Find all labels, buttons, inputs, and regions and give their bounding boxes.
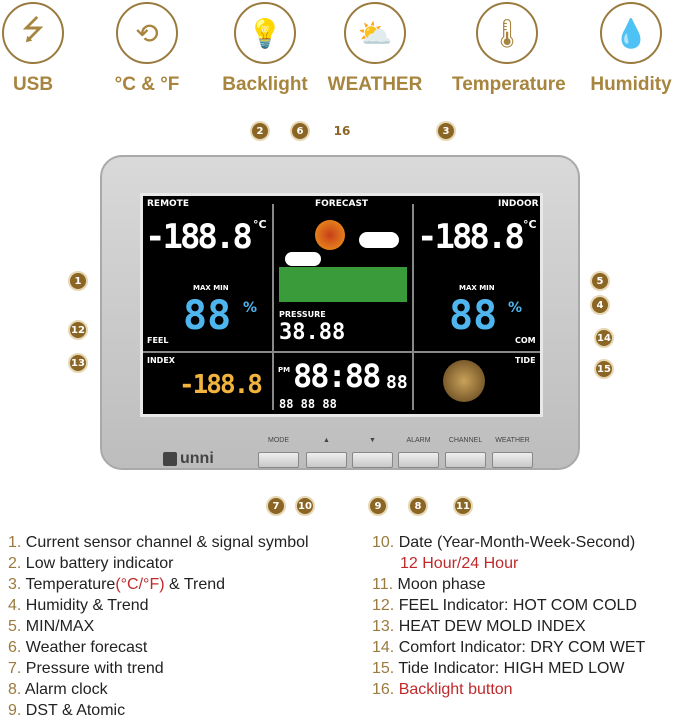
feature-0: ⭍ USB xyxy=(0,2,88,96)
callout-marker: 6 xyxy=(290,121,310,141)
thermometer-icon: 🌡 xyxy=(476,2,538,64)
device-button-5[interactable] xyxy=(492,452,533,468)
legend-item: 1. Current sensor channel & signal symbo… xyxy=(8,534,309,551)
index-label: INDEX xyxy=(147,356,175,365)
weather-cloud-sun-icon: ⛅ xyxy=(344,2,406,64)
feel-label: FEEL xyxy=(147,336,169,345)
pressure-label: PRESSURE xyxy=(279,310,326,319)
legend-right: 10. Date (Year-Month-Week-Second) 12 Hour… xyxy=(372,532,645,700)
remote-percent: % xyxy=(243,300,258,316)
tide-label: TIDE xyxy=(515,356,536,365)
callout-marker: 7 xyxy=(266,496,286,516)
forecast-label: FORECAST xyxy=(315,199,369,209)
usb-icon: ⭍ xyxy=(2,2,64,64)
brand-logo-icon xyxy=(163,452,177,466)
button-label: ALARM xyxy=(406,437,431,444)
legend-item: 6. Weather forecast xyxy=(8,639,148,656)
feel-temperature: -188.8 xyxy=(179,370,263,400)
feature-label: Temperature xyxy=(452,74,566,95)
indoor-temperature: -188.8 xyxy=(417,217,525,257)
legend-item: 12. FEEL Indicator: HOT COM COLD xyxy=(372,597,637,614)
indoor-humidity: 88 xyxy=(449,293,498,339)
button-label: CHANNEL xyxy=(448,437,483,444)
com-label: COM xyxy=(515,336,536,345)
cloud-icon xyxy=(359,232,399,248)
legend-item: 15. Tide Indicator: HIGH MED LOW xyxy=(372,660,625,677)
feature-label: Backlight xyxy=(222,74,308,95)
device-button-4[interactable] xyxy=(445,452,486,468)
feature-3: ⛅ WEATHER xyxy=(320,2,430,96)
legend-item: 8. Alarm clock xyxy=(8,681,108,698)
callout-marker: 4 xyxy=(590,295,610,315)
feature-label: USB xyxy=(12,74,54,95)
callout-marker: 11 xyxy=(453,496,473,516)
legend-item: 11. Moon phase xyxy=(372,576,486,593)
celsius-fahrenheit-icon: ⟲ xyxy=(116,2,178,64)
legend-item: 2. Low battery indicator xyxy=(8,555,174,572)
clock-time: 88:88 xyxy=(293,357,381,395)
feature-4: 🌡 Temperature xyxy=(452,2,566,96)
indoor-unit: °C xyxy=(523,218,537,231)
date-display: 88 88 88 xyxy=(279,397,337,411)
feature-label: °C & °F xyxy=(114,74,180,95)
callout-marker: 3 xyxy=(436,121,456,141)
callout-marker: 15 xyxy=(594,359,614,379)
feature-label: Humidity xyxy=(590,74,672,95)
feature-1: ⟲ °C & °F xyxy=(92,2,202,96)
callout-marker: 5 xyxy=(590,271,610,291)
indoor-percent: % xyxy=(508,300,523,316)
droplets-icon: 💧 xyxy=(600,2,662,64)
lightbulb-icon: 💡 xyxy=(234,2,296,64)
button-label: WEATHER xyxy=(495,437,530,444)
indoor-label: INDOOR xyxy=(498,199,539,209)
device-button-0[interactable] xyxy=(258,452,299,468)
callout-marker: 16 xyxy=(332,121,352,141)
clock-seconds: 88 xyxy=(386,372,408,393)
lcd-display: REMOTE INDOOR FORECAST -188.8 °C -188.8 … xyxy=(140,193,543,417)
device-button-3[interactable] xyxy=(398,452,439,468)
legend-item: 5. MIN/MAX xyxy=(8,618,95,635)
remote-humidity: 88 xyxy=(183,293,232,339)
feature-label: WEATHER xyxy=(327,74,423,95)
callout-marker: 13 xyxy=(68,353,88,373)
pressure-value: 38.88 xyxy=(279,320,346,345)
remote-unit: °C xyxy=(253,218,267,231)
remote-temperature: -188.8 xyxy=(145,217,253,257)
remote-maxmin: MAX MIN xyxy=(193,284,229,292)
callout-marker: 1 xyxy=(68,271,88,291)
callout-marker: 8 xyxy=(408,496,428,516)
forecast-scene xyxy=(279,214,407,302)
feature-5: 💧 Humidity xyxy=(576,2,679,96)
legend-item: 9. DST & Atomic xyxy=(8,702,126,719)
callout-marker: 9 xyxy=(368,496,388,516)
indoor-maxmin: MAX MIN xyxy=(459,284,495,292)
sun-icon xyxy=(315,220,345,250)
feature-2: 💡 Backlight xyxy=(210,2,320,96)
legend-item: 13. HEAT DEW MOLD INDEX xyxy=(372,618,586,635)
button-label: ▼ xyxy=(369,437,376,444)
legend-item: 4. Humidity & Trend xyxy=(8,597,149,614)
callout-marker: 12 xyxy=(68,320,88,340)
button-label: ▲ xyxy=(323,437,330,444)
legend-item: 3. Temperature(°C/°F) & Trend xyxy=(8,576,226,593)
pm-label: PM xyxy=(278,366,291,374)
cloud-icon xyxy=(285,252,321,266)
legend-item: 16. Backlight button xyxy=(372,681,513,698)
callout-marker: 10 xyxy=(295,496,315,516)
legend-subitem: 12 Hour/24 Hour xyxy=(400,555,519,572)
brand-name: unni xyxy=(180,450,214,467)
device-button-2[interactable] xyxy=(352,452,393,468)
moon-phase-icon xyxy=(443,360,485,402)
device-button-1[interactable] xyxy=(306,452,347,468)
legend-left: 1. Current sensor channel & signal symbo… xyxy=(8,532,309,721)
legend-item: 7. Pressure with trend xyxy=(8,660,164,677)
callout-marker: 2 xyxy=(250,121,270,141)
legend-item: 10. Date (Year-Month-Week-Second) xyxy=(372,534,636,551)
remote-label: REMOTE xyxy=(147,199,189,209)
legend-item: 14. Comfort Indicator: DRY COM WET xyxy=(372,639,646,656)
callout-marker: 14 xyxy=(594,328,614,348)
button-label: MODE xyxy=(268,437,289,444)
